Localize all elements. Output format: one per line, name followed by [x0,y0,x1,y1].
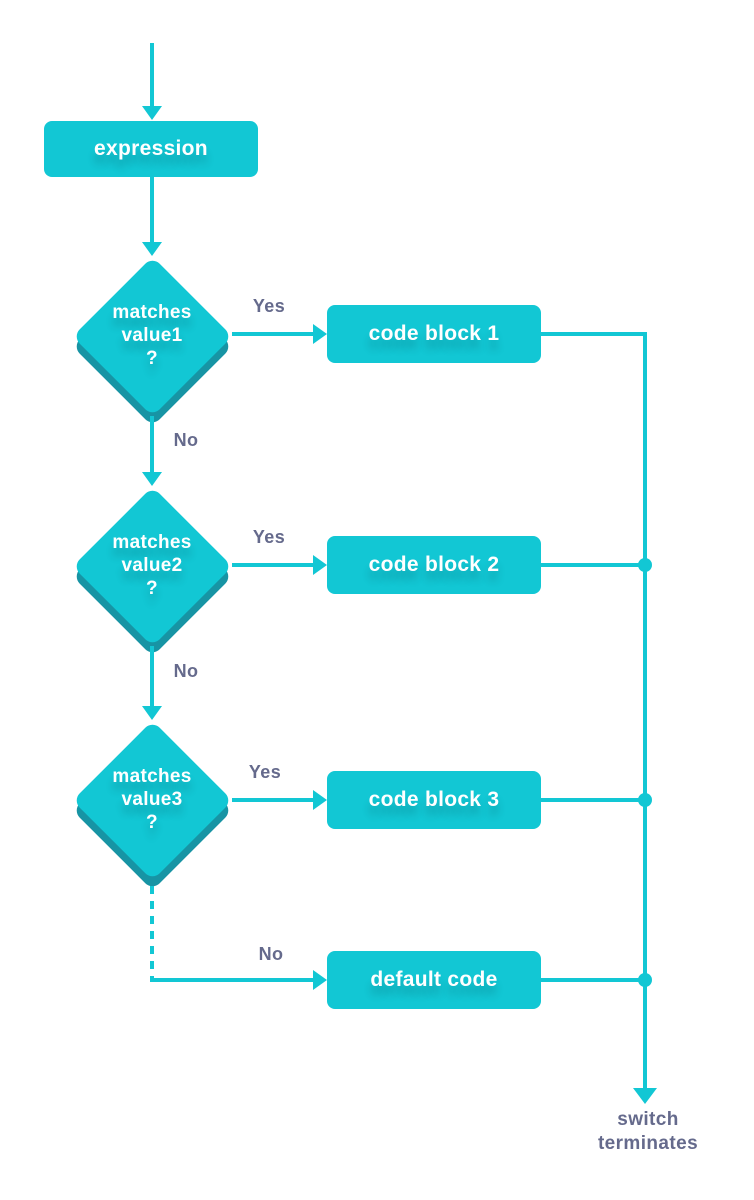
arrowhead-down-icon [142,106,162,120]
decision-1-label: matches value1 ? [82,301,222,370]
code-block-3-out-line [541,798,647,802]
code-block-2-out-line [541,563,647,567]
arrowhead-down-icon [633,1088,657,1104]
decision-1-line2: value1 [121,325,183,346]
decision-3-line2: value3 [121,789,183,810]
code-block-1-label: code block 1 [368,322,500,345]
arrowhead-right-icon [313,555,327,575]
decision-3-label: matches value3 ? [82,765,222,834]
arrowhead-right-icon [313,970,327,990]
yes-label-2: Yes [252,527,286,547]
code-block-1-out-line [541,332,647,336]
terminal-line2: terminates [597,1133,699,1154]
terminal-line1: switch [617,1109,679,1130]
arrowhead-down-icon [142,472,162,486]
merge-rail-line [643,332,647,1089]
code-block-3-label: code block 3 [368,788,500,811]
arrowhead-right-icon [313,790,327,810]
no-edge-1-line [150,416,154,473]
code-block-3-box: code block 3 [327,771,541,829]
default-code-out-line [541,978,647,982]
decision-1-line3: ? [146,348,158,369]
arrowhead-down-icon [142,706,162,720]
code-block-1-box: code block 1 [327,305,541,363]
yes-edge-2-line [232,563,313,567]
no-edge-3-line [150,978,313,982]
yes-edge-1-line [232,332,313,336]
no-edge-3-dashed-line [150,886,154,978]
default-code-label: default code [370,968,498,991]
edge-expression-to-decision1-line [150,177,154,243]
expression-label: expression [94,137,208,160]
decision-2-line2: value2 [121,555,183,576]
arrowhead-right-icon [313,324,327,344]
decision-2-label: matches value2 ? [82,531,222,600]
arrowhead-down-icon [142,242,162,256]
no-edge-2-line [150,646,154,707]
expression-box: expression [44,121,258,177]
decision-3-line3: ? [146,812,158,833]
code-block-2-box: code block 2 [327,536,541,594]
terminal-label: switch terminates [563,1108,733,1156]
code-block-2-label: code block 2 [368,553,500,576]
yes-label-3: Yes [248,762,282,782]
no-label-3: No [258,944,284,964]
decision-2-line1: matches [112,532,192,553]
yes-edge-3-line [232,798,313,802]
decision-2-line3: ? [146,578,158,599]
no-label-1: No [173,430,199,450]
no-label-2: No [173,661,199,681]
yes-label-1: Yes [252,296,286,316]
start-edge-line [150,43,154,106]
decision-3-line1: matches [112,766,192,787]
decision-1-line1: matches [112,302,192,323]
default-code-box: default code [327,951,541,1009]
